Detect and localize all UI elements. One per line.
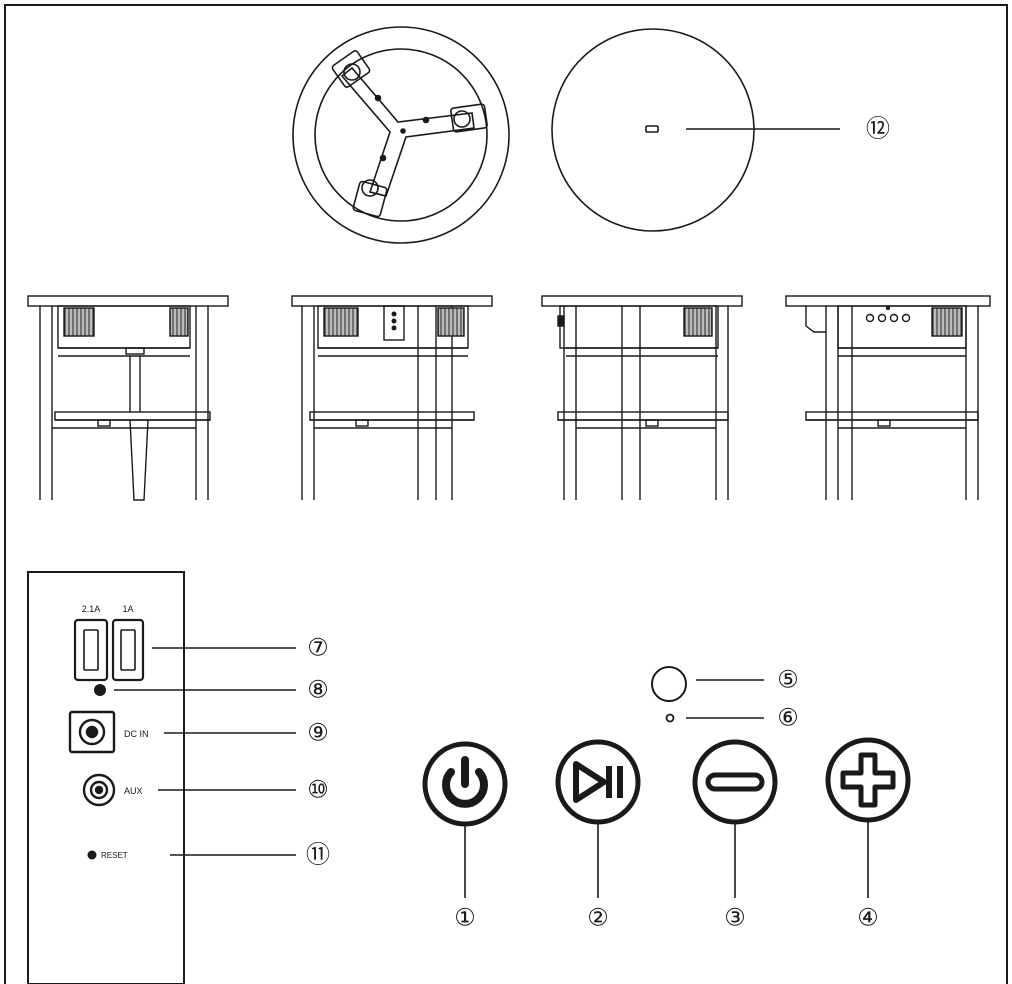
callout-1-label: ① [454,905,476,932]
minus-icon [705,772,765,792]
callout-10-label: ⑩ [307,777,329,804]
volume-down-button[interactable] [692,739,778,825]
dc-in-port [68,710,116,754]
table-bottom-view [292,26,510,244]
callout-3-label: ③ [724,905,746,932]
dc-in-label: DC IN [124,729,149,739]
reset-label: RESET [101,851,128,860]
callout-5-label: ⑤ [777,667,799,694]
table-side-view-2 [291,295,493,500]
aux-label: AUX [124,786,143,796]
outer-border [4,4,1008,984]
callout-12: ⑫ [866,116,890,143]
light-sensor [651,666,687,702]
callout-6-label: ⑥ [777,705,799,732]
power-button[interactable] [422,741,508,827]
callout-9-label: ⑨ [307,720,329,747]
reset-pinhole [87,850,97,860]
status-led [665,713,675,723]
plus-icon [840,752,896,808]
callout-11-label: ⑪ [306,842,330,869]
play-pause-button[interactable] [555,739,641,825]
table-side-view-3 [541,295,743,500]
callout-7-label: ⑦ [307,635,329,662]
table-side-view-1 [27,295,229,501]
charge-indicator-led [94,684,106,696]
port-panel [27,571,185,984]
callout-2-label: ② [587,905,609,932]
table-top-view [551,28,840,232]
usb-left-label: 2.1A [82,604,101,614]
callout-4-label: ④ [857,905,879,932]
table-side-view-4 [785,295,991,500]
aux-port [82,773,116,807]
usb-port-1a [111,618,145,682]
callout-8-label: ⑧ [307,677,329,704]
callout-12-label: ⑫ [866,116,890,143]
usb-port-2-1a [73,618,109,682]
usb-right-label: 1A [122,604,133,614]
volume-up-button[interactable] [825,737,911,823]
play-pause-icon [573,761,623,803]
usb-ports [73,618,145,682]
power-icon [442,756,488,808]
